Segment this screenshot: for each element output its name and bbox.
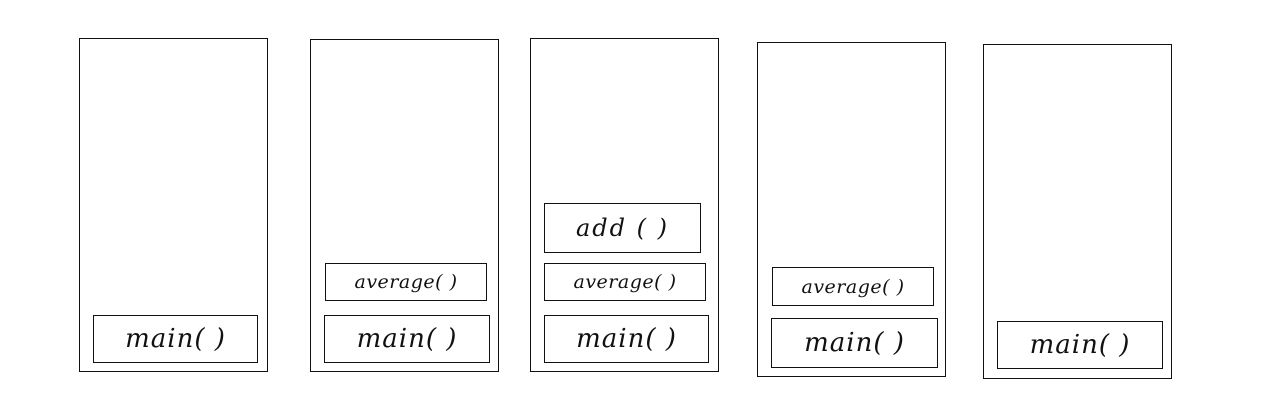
call-stack-1: main( )	[79, 38, 268, 372]
stack-frame-main: main( )	[544, 315, 709, 363]
stack-frame-average: average( )	[325, 263, 487, 301]
call-stack-5: main( )	[983, 44, 1172, 379]
stack-frame-average: average( )	[772, 267, 934, 306]
call-stack-2: average( ) main( )	[310, 39, 499, 372]
stack-frame-main: main( )	[771, 318, 938, 368]
stack-frame-main: main( )	[93, 315, 258, 363]
stack-frame-add: add ( )	[544, 203, 701, 253]
stack-frame-main: main( )	[324, 315, 490, 363]
call-stack-4: average( ) main( )	[757, 42, 946, 377]
stack-frame-average: average( )	[544, 263, 706, 301]
stack-frame-main: main( )	[997, 321, 1163, 369]
call-stack-3: add ( ) average( ) main( )	[530, 38, 719, 372]
